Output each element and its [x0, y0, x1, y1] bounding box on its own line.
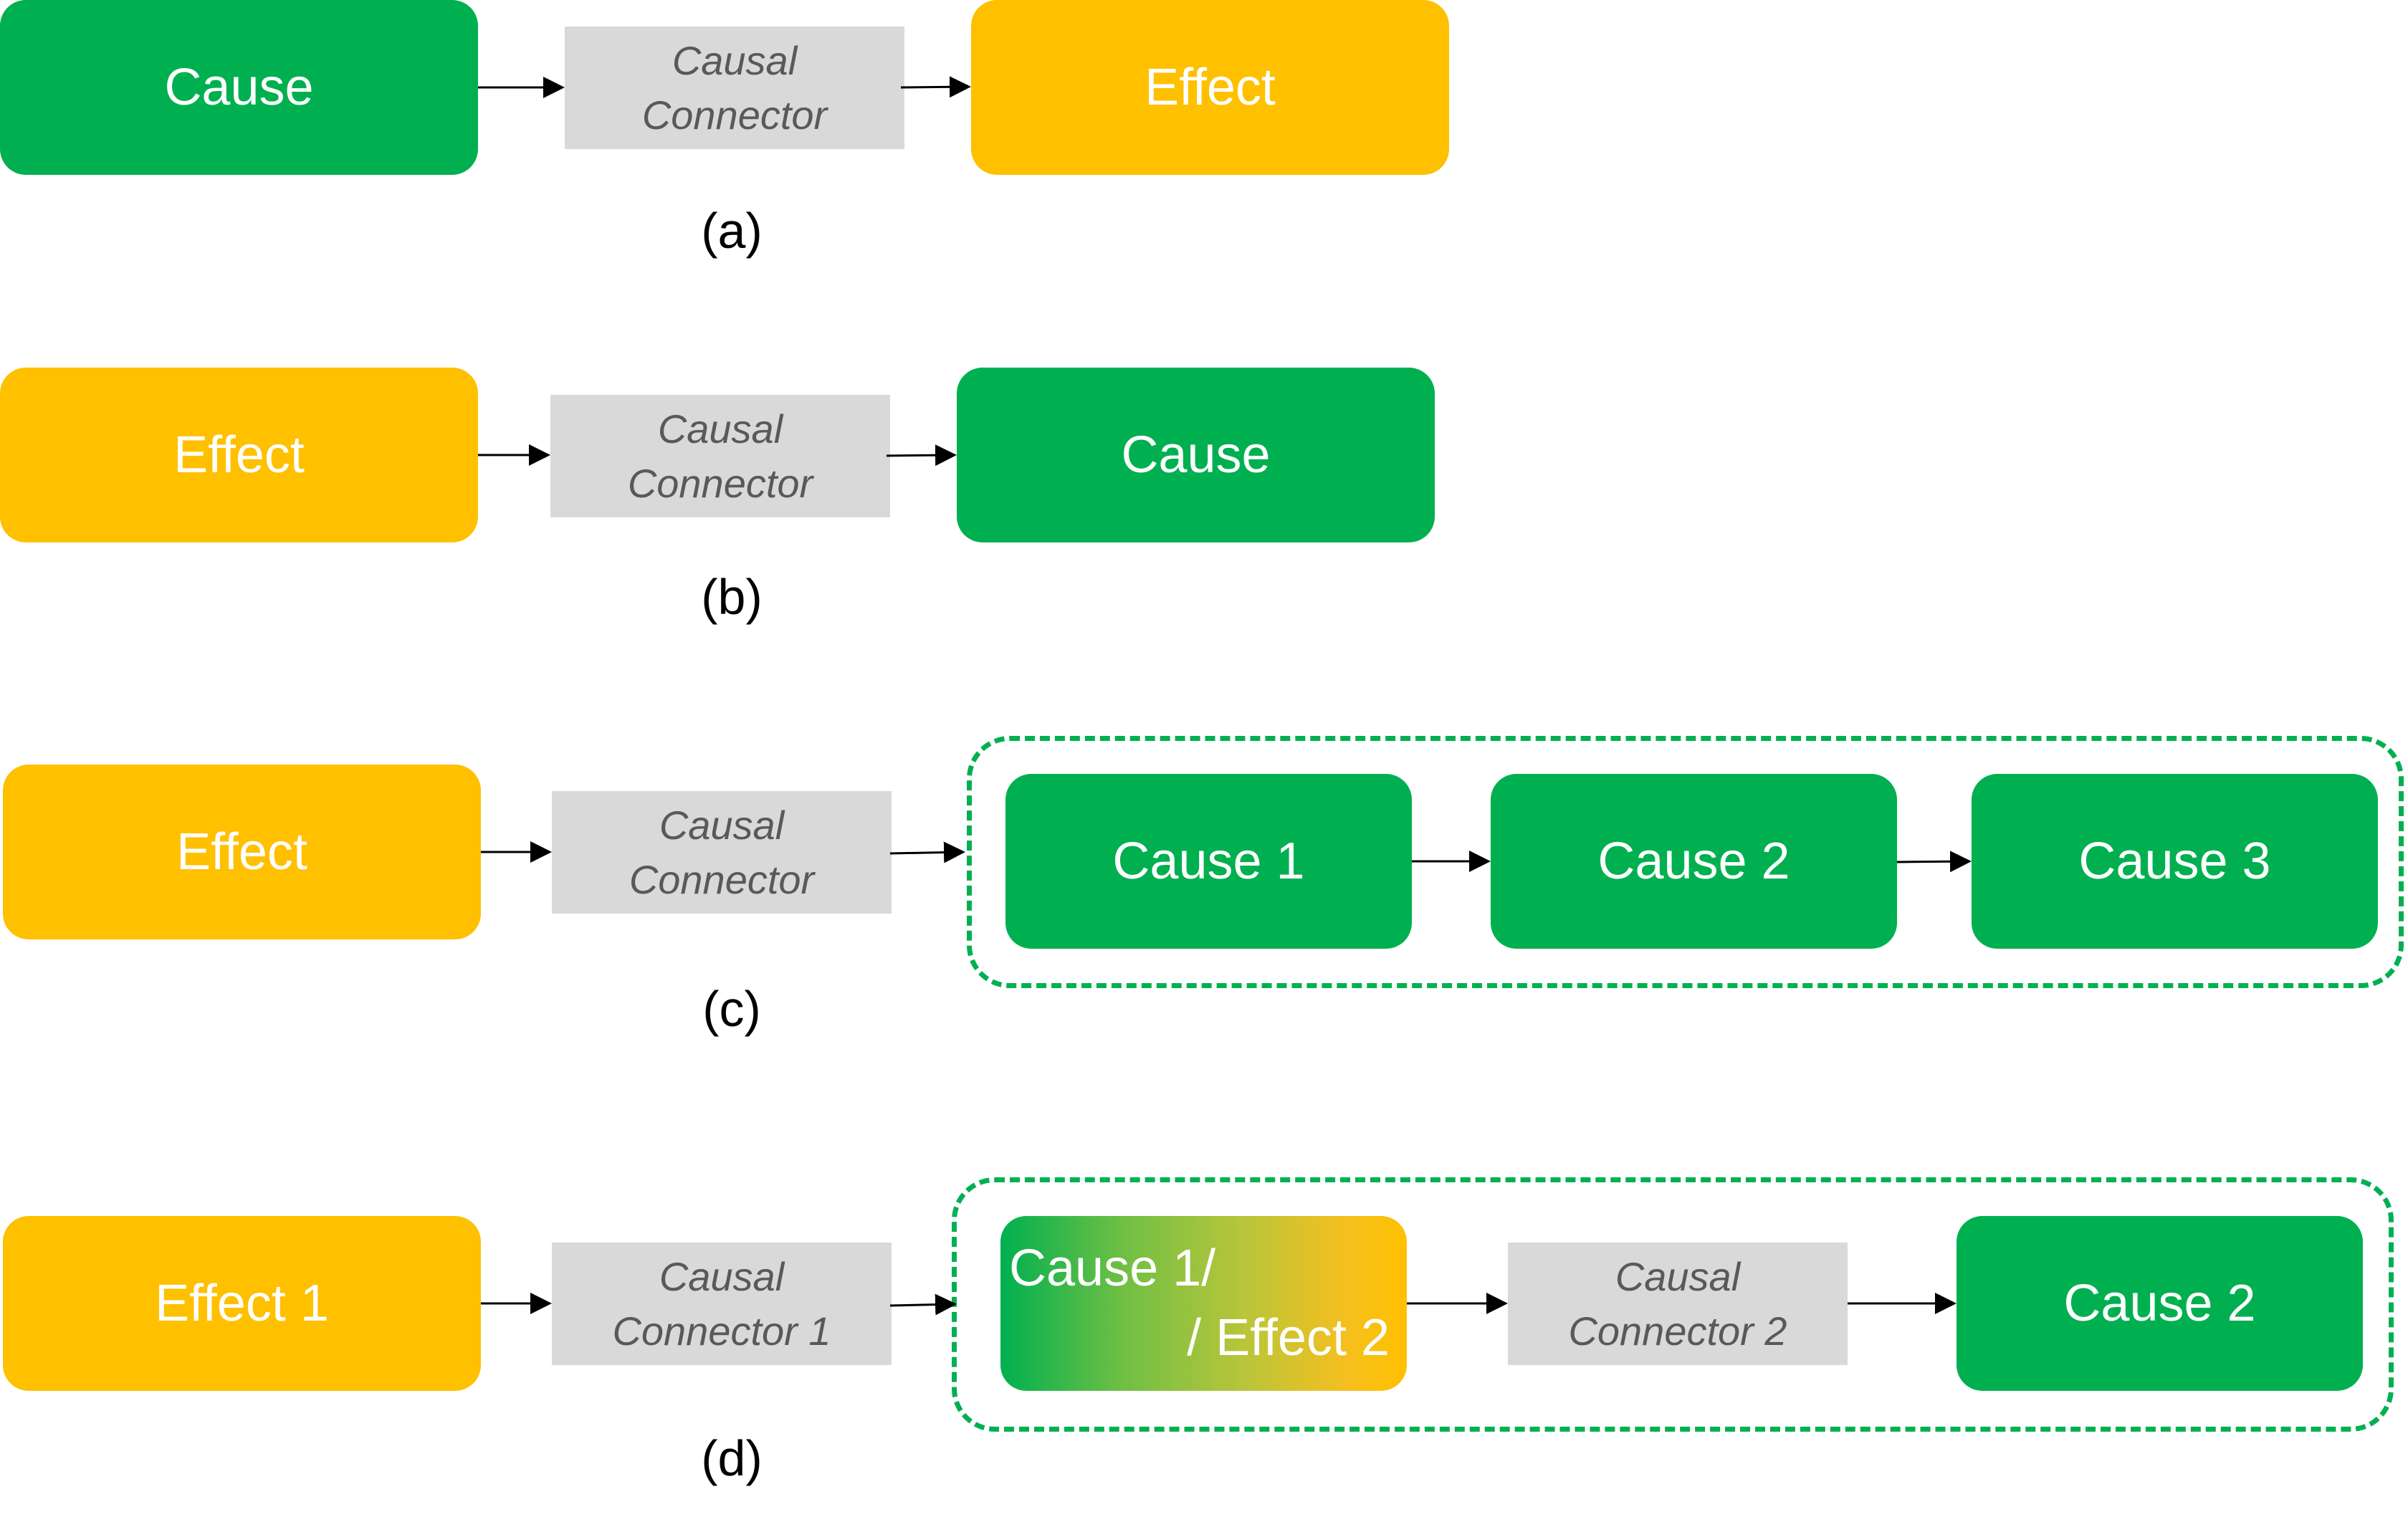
panel-c-cause2-text: Cause 2 — [1597, 833, 1790, 890]
panel-c-cause2-box: Cause 2 — [1491, 774, 1897, 949]
panel-d-connector1-line1: Causal — [659, 1253, 785, 1299]
arrow-b-connector-to-cause — [886, 444, 957, 466]
panel-d-connector1-line2: Connector 1 — [612, 1308, 831, 1354]
panel-c-effect-text: Effect — [176, 823, 307, 881]
panel-b-effect-box: Effect — [0, 368, 478, 542]
panel-c-connector-line1: Causal — [659, 802, 785, 848]
panel-d-cause1-effect2-box: Cause 1/ / Effect 2 — [1000, 1216, 1407, 1391]
panel-c-effect-box: Effect — [3, 765, 481, 939]
panel-b-label: (b) — [701, 569, 763, 625]
panel-a-effect-text: Effect — [1145, 59, 1276, 116]
arrow-c-cause2-to-cause3 — [1896, 851, 1972, 873]
panel-a-effect-box: Effect — [971, 0, 1449, 175]
panel-d-label: (d) — [701, 1430, 763, 1486]
panel-b-effect-text: Effect — [173, 426, 305, 484]
panel-c-label: (c) — [702, 981, 761, 1037]
panel-a-connector-box: Causal Connector — [565, 27, 904, 149]
arrow-d-connector1-to-group — [889, 1293, 957, 1316]
panel-d-connector2-line1: Causal — [1615, 1253, 1741, 1299]
panel-b-connector-box: Causal Connector — [550, 395, 890, 517]
panel-c-connector-line2: Connector — [629, 856, 815, 902]
panel-d-connector2-line2: Connector 2 — [1568, 1308, 1787, 1354]
panel-d-effect1-box: Effect 1 — [3, 1216, 481, 1391]
panel-b-connector-line1: Causal — [657, 406, 783, 451]
panel-d-effect1-text: Effect 1 — [155, 1275, 329, 1332]
arrow-c-connector-to-group — [889, 841, 965, 863]
panel-d-cause1-effect2-line2: / Effect 2 — [1187, 1309, 1390, 1366]
panel-b-cause-box: Cause — [957, 368, 1435, 542]
panel-d-cause2-box: Cause 2 — [1956, 1216, 2363, 1391]
panel-c-cause3-box: Cause 3 — [1972, 774, 2378, 949]
panel-c-cause-group — [967, 736, 2404, 988]
panel-c-cause3-text: Cause 3 — [2078, 833, 2271, 890]
panel-d-connector2-box: Causal Connector 2 — [1508, 1243, 1848, 1365]
panel-a-cause-text: Cause — [164, 59, 314, 116]
panel-d-connector1-box: Causal Connector 1 — [552, 1243, 892, 1365]
panel-a-cause-box: Cause — [0, 0, 478, 175]
panel-a-label: (a) — [701, 203, 763, 259]
panel-b-cause-text: Cause — [1121, 426, 1271, 484]
panel-a-connector-line2: Connector — [641, 92, 828, 138]
panel-a-connector-line1: Causal — [672, 37, 798, 83]
panel-c-connector-box: Causal Connector — [552, 791, 892, 914]
panel-d-cause1-effect2-line1: Cause 1/ — [1009, 1239, 1216, 1297]
panel-c-cause1-box: Cause 1 — [1005, 774, 1412, 949]
panel-c-cause1-text: Cause 1 — [1112, 833, 1305, 890]
panel-d-cause2-text: Cause 2 — [2063, 1275, 2256, 1332]
panel-b-connector-line2: Connector — [627, 460, 813, 506]
